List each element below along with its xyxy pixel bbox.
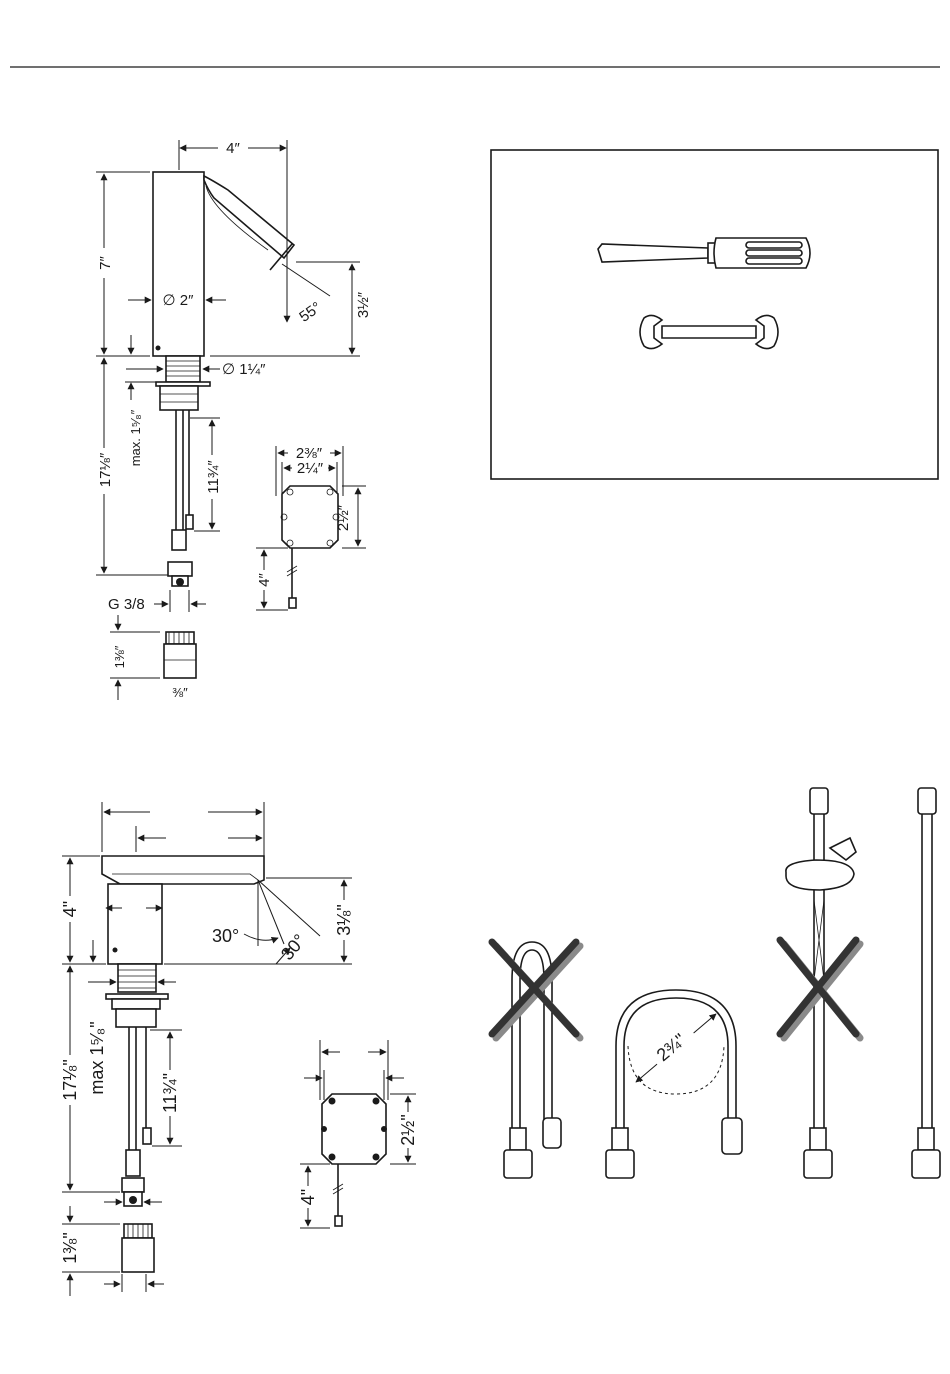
dim2-height-label: 4" bbox=[60, 901, 80, 917]
faucet-body bbox=[153, 172, 204, 356]
hose-handling-illustration: 2¾" bbox=[492, 788, 940, 1178]
dim2-adapter-height-label: 1⅜" bbox=[60, 1232, 80, 1263]
hose-twisted-wrong bbox=[780, 788, 860, 1178]
hose-correct-bend: 2¾" bbox=[606, 990, 742, 1178]
hose-straight-correct bbox=[912, 788, 940, 1178]
control-box-2 bbox=[322, 1094, 386, 1164]
dim-hose-length-label: 11¾″ bbox=[205, 460, 222, 494]
faucet-dimension-drawing-2: 4" 30° 30° 3⅛" 17⅛" max 1⁵⁄₈" 11¾" bbox=[58, 802, 420, 1296]
dim2-angle-a-label: 30° bbox=[212, 926, 239, 946]
thread-adapter bbox=[166, 632, 194, 644]
dim-total-length-label: 17⅛″ bbox=[97, 452, 114, 487]
dim-spout-height-label: 3½″ bbox=[355, 291, 372, 318]
dim2-angle-b-label: 30° bbox=[277, 930, 310, 964]
faucet-spout bbox=[204, 176, 294, 258]
dim2-box-height-label: 2½" bbox=[398, 1114, 418, 1145]
dim-box-cable-label: 4″ bbox=[256, 572, 273, 586]
dim-box-height-label: 2½″ bbox=[335, 504, 352, 531]
dim2-box-cable-label: 4" bbox=[298, 1189, 318, 1205]
twist-arrow-icon bbox=[786, 860, 854, 890]
required-tools-panel bbox=[491, 150, 938, 479]
dim2-max-shank-label: max 1⁵⁄₈" bbox=[87, 1021, 107, 1094]
dim-width-label: 4″ bbox=[226, 140, 240, 157]
dim-body-diameter-label: ∅ 2″ bbox=[163, 292, 195, 309]
dim-adapter-thread-label: ⅜″ bbox=[172, 685, 188, 700]
hose-tight-bend-wrong bbox=[492, 942, 580, 1178]
dim-height-label: 7″ bbox=[97, 255, 114, 269]
dim-shank-diameter-label: ∅ 1¼″ bbox=[222, 361, 266, 378]
dim2-total-length-label: 17⅛" bbox=[60, 1059, 80, 1100]
dim-angle-label: 55° bbox=[296, 299, 324, 326]
dim2-hose-length-label: 11¾" bbox=[160, 1073, 180, 1113]
faucet-shank bbox=[166, 356, 200, 382]
dim-max-shank-label: max. 1⁵⁄₈″ bbox=[128, 409, 143, 466]
tools-frame bbox=[491, 150, 938, 479]
faucet-sensor-dot bbox=[156, 346, 161, 351]
dim-box-width-inner-label: 2¼″ bbox=[297, 460, 324, 477]
dim2-spout-height-label: 3⅛" bbox=[334, 904, 354, 935]
dim-thread-label: G 3/8 bbox=[108, 596, 145, 613]
faucet2-spout bbox=[102, 856, 264, 884]
faucet-dimension-drawing: 4″ 7″ ∅ 2″ 55° 3½″ ∅ 1¼″ max. 1⁵⁄₈″ bbox=[94, 139, 372, 700]
dim-adapter-height-label: 1⅜″ bbox=[112, 645, 127, 668]
